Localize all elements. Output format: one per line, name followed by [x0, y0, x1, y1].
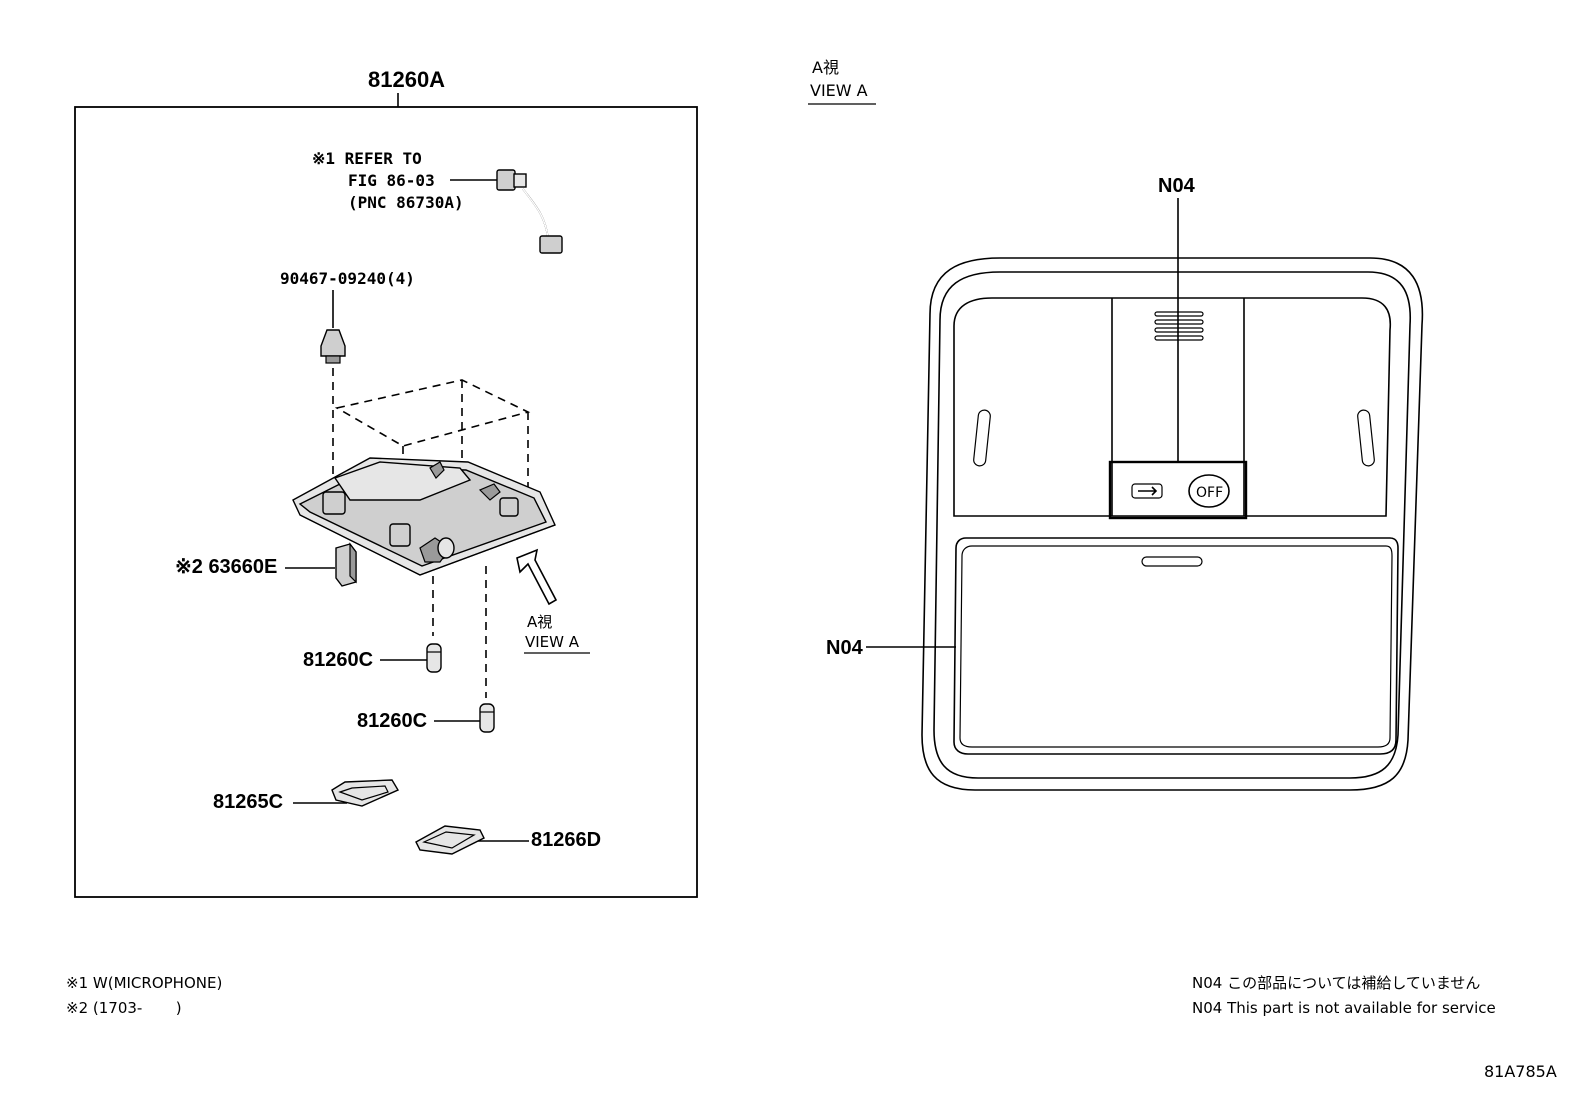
footnote-2: ※2 (1703- ) — [66, 999, 182, 1017]
map-lamp-assembly-icon — [292, 457, 556, 576]
door-handle-icon — [1141, 556, 1203, 567]
door-lamp-switch-icon — [1131, 483, 1163, 499]
part-81260C-label-1: 81260C — [303, 649, 373, 671]
assembly-frame — [74, 106, 698, 898]
right-slot-icon — [1357, 409, 1375, 467]
part-81265C-label: 81265C — [213, 791, 283, 813]
part-81266D-label: 81266D — [531, 829, 601, 851]
part-81260C-label-2: 81260C — [357, 710, 427, 732]
view-arrow-label-jp: A視 — [527, 613, 552, 631]
n04-left-label: N04 — [826, 637, 864, 659]
view-title-en: VIEW A — [810, 81, 868, 100]
microphone-wire-icon — [496, 169, 563, 254]
clip-label: 90467-09240(4) — [280, 269, 415, 288]
lens-81265C-icon — [331, 779, 400, 807]
microphone-grille-icon — [1154, 311, 1204, 341]
refer-note-line2: FIG 86-03 — [348, 171, 435, 190]
switch-panel — [1108, 460, 1248, 520]
refer-note-line1: ※1 REFER TO — [312, 149, 422, 168]
footnote-1: ※1 W(MICROPHONE) — [66, 974, 222, 992]
service-note-en: N04 This part is not available for servi… — [1192, 999, 1496, 1017]
left-slot-icon — [973, 409, 991, 467]
n04-top-label: N04 — [1158, 175, 1196, 197]
overhead-console-icon: OFF — [921, 257, 1424, 791]
view-arrow-label-en: VIEW A — [525, 633, 580, 651]
view-title-jp: A視 — [812, 58, 839, 77]
figure-code: 81A785A — [1484, 1062, 1557, 1081]
view-a-arrow-icon — [516, 548, 558, 606]
bulb-81260C-2-icon — [479, 703, 495, 733]
service-note-jp: N04 この部品については補給していません — [1192, 974, 1480, 992]
off-button-frame — [1188, 474, 1230, 508]
lens-81266D-icon — [415, 825, 485, 855]
assembly-label: 81260A — [368, 67, 445, 92]
refer-note-line3: (PNC 86730A) — [348, 193, 464, 212]
off-button-label: OFF — [1196, 485, 1223, 501]
clip-icon — [320, 329, 346, 364]
part-63660E-label: ※2 63660E — [175, 556, 277, 578]
part-63660E-icon — [335, 542, 357, 587]
bulb-81260C-1-icon — [426, 643, 442, 673]
